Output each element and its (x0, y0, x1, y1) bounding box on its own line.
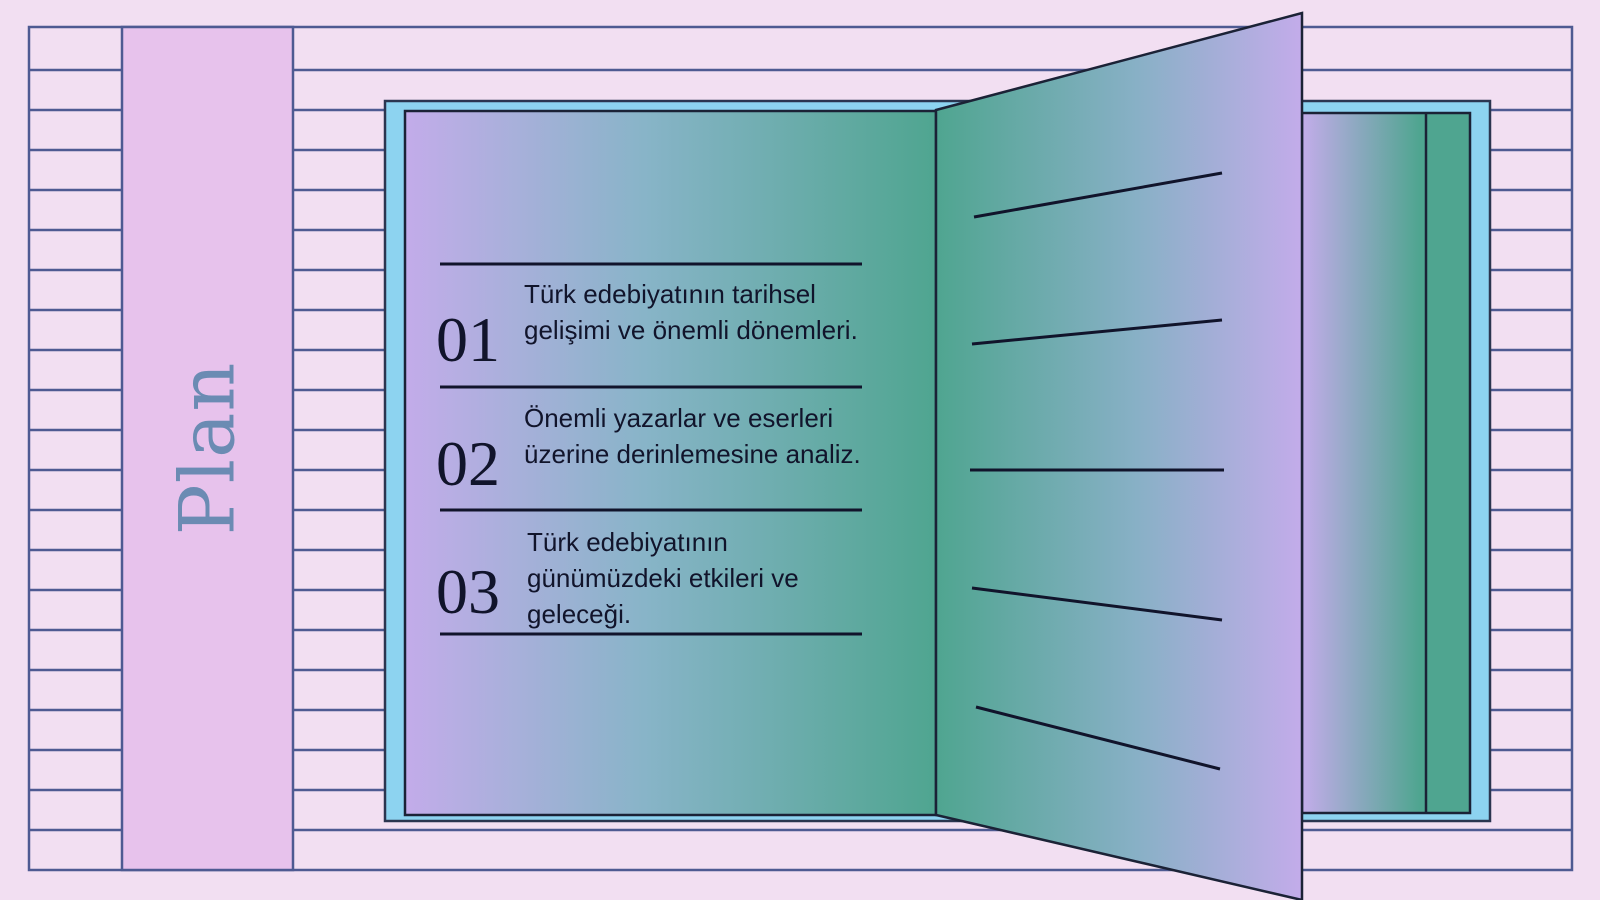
plan-band (120, 25, 295, 872)
book-right-page (1300, 111, 1472, 815)
item-text: Önemli yazarlar ve eserleri üzerine deri… (524, 403, 861, 469)
page-rules (440, 262, 862, 636)
item-text: Türk edebiyatının tarihsel gelişimi ve ö… (524, 279, 858, 345)
item-text: Türk edebiyatının günümüzdeki etkileri v… (527, 527, 799, 629)
item-number: 02 (436, 428, 500, 499)
item-number: 01 (436, 304, 500, 375)
flip-page-lines (970, 171, 1224, 771)
item-number: 03 (436, 556, 500, 627)
book-left-page (403, 109, 938, 817)
book-flipping-page (934, 11, 1304, 900)
